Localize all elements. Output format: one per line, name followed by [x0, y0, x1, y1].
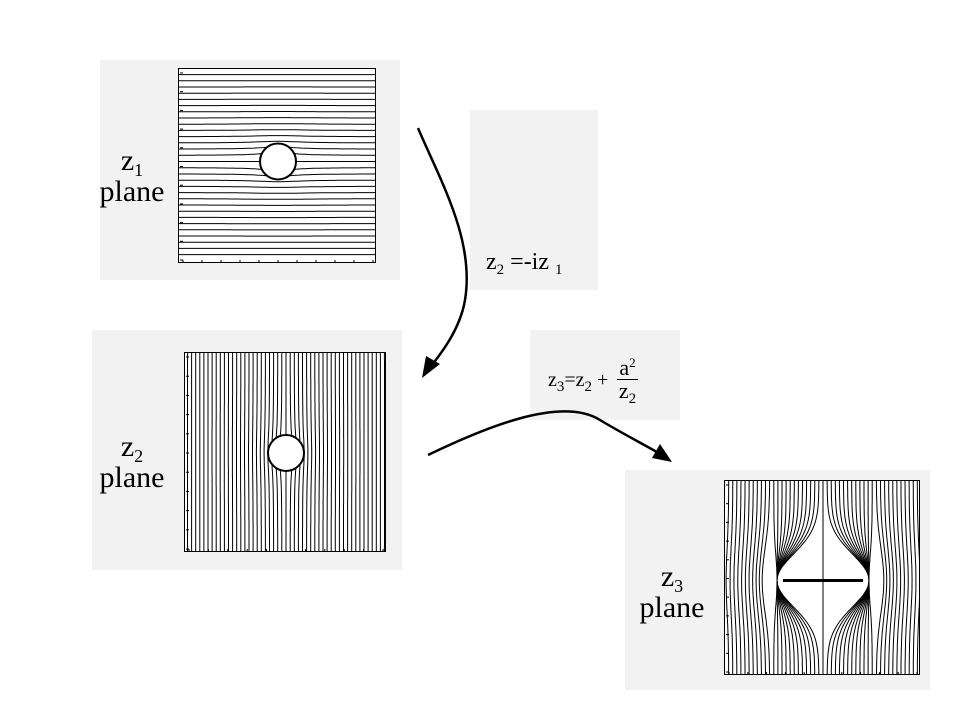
streamline — [179, 198, 375, 200]
streamline — [179, 135, 375, 138]
map1-panel — [470, 110, 598, 290]
map2-den-sub: 2 — [628, 391, 637, 407]
plane2-label: z2 plane — [96, 432, 168, 493]
streamline — [875, 481, 885, 674]
streamline — [729, 481, 734, 674]
streamline — [179, 129, 375, 131]
plane1-sub: 1 — [134, 160, 144, 180]
plane3-var: z — [660, 560, 675, 593]
streamline — [179, 179, 375, 183]
map2-fraction: a2 z2 — [617, 355, 638, 407]
streamline — [259, 353, 262, 551]
streamline — [255, 353, 258, 551]
map2-plus: + — [597, 369, 609, 392]
streamline — [904, 481, 909, 674]
map2-num-var: a — [619, 355, 630, 380]
streamline — [748, 481, 754, 674]
streamline — [314, 353, 317, 551]
map2-lhs-var: z — [548, 369, 557, 392]
plane2-sub: 2 — [134, 446, 144, 466]
streamline — [322, 353, 324, 551]
streamline — [744, 481, 750, 674]
cylinder — [259, 142, 297, 181]
map1-rhs-sub: 1 — [555, 262, 563, 278]
streamline — [248, 353, 250, 551]
map2-numerator: a2 — [617, 355, 638, 380]
map2-lhs-sub: 3 — [556, 379, 565, 396]
map1-arrow-curve — [416, 127, 468, 371]
map1-lhs-var: z — [486, 249, 497, 275]
streamline — [752, 481, 758, 674]
plane3-word: plane — [639, 591, 705, 624]
map2-denominator: z2 — [617, 380, 637, 407]
plane3-streamline-plot — [724, 480, 920, 675]
streamline — [776, 481, 820, 674]
streamline — [318, 353, 320, 551]
streamline — [758, 481, 766, 674]
streamline — [888, 481, 894, 674]
cylinder — [267, 434, 305, 472]
streamline — [892, 481, 898, 674]
plane2-word: plane — [99, 461, 165, 494]
map2-den-var: z — [618, 378, 629, 403]
streamline — [868, 481, 873, 674]
plane3-label: z3 plane — [636, 562, 708, 623]
map2-panel — [530, 330, 680, 420]
plane1-streamline-plot — [178, 68, 376, 263]
streamline — [912, 481, 917, 674]
map1-rhs: =-iz — [510, 249, 550, 275]
streamline — [179, 123, 375, 125]
streamline — [252, 353, 254, 551]
streamline — [880, 481, 888, 674]
streamline — [900, 481, 905, 674]
plane1-label: z1 plane — [96, 146, 168, 207]
streamline — [179, 185, 375, 188]
map2-eq: =z — [564, 369, 585, 392]
streamline — [755, 481, 762, 674]
streamline — [310, 353, 313, 551]
streamline — [179, 140, 375, 144]
plane3-sub: 3 — [674, 576, 684, 596]
plane2-streamline-plot — [184, 352, 386, 552]
plane1-var: z — [120, 144, 135, 177]
map2-num-sup: 2 — [629, 355, 636, 370]
streamline — [761, 481, 771, 674]
map1-equation: z2 =-iz 1 — [486, 250, 563, 278]
streamline — [896, 481, 902, 674]
plane2-var: z — [120, 430, 135, 463]
streamline — [908, 481, 913, 674]
map2-arrow-curve — [427, 410, 663, 457]
streamline — [179, 192, 375, 194]
streamline — [916, 481, 919, 674]
streamline — [741, 481, 746, 674]
map2-rhs-sub: 2 — [584, 379, 593, 396]
streamline — [884, 481, 891, 674]
streamline — [737, 481, 742, 674]
map1-arrow-head — [422, 356, 440, 378]
map1-lhs-sub: 2 — [496, 262, 505, 278]
map2-equation: z3=z2 + a2 z2 — [548, 356, 638, 407]
streamline — [306, 353, 309, 551]
streamline — [733, 481, 738, 674]
streamline — [263, 353, 266, 551]
map2-arrow-head — [652, 444, 672, 462]
plane1-word: plane — [99, 175, 165, 208]
